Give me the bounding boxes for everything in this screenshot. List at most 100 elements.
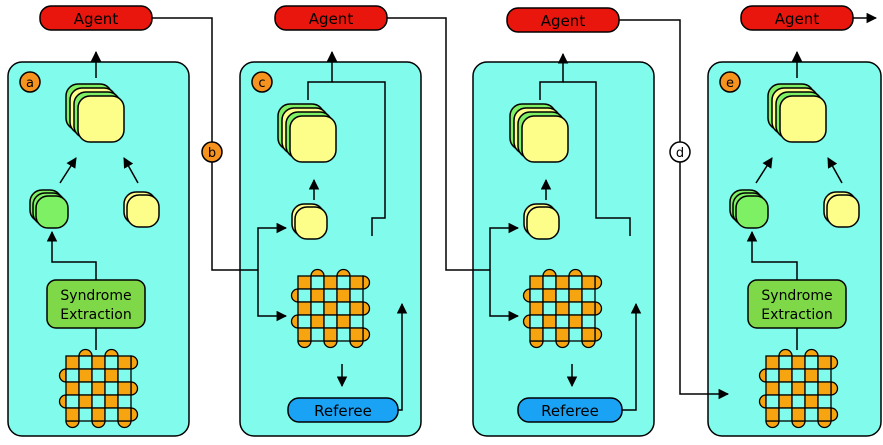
lattice-cell: [349, 288, 364, 303]
agent-label: Agent: [775, 10, 820, 28]
lattice-cell: [529, 327, 544, 342]
agent-label: Agent: [541, 12, 586, 30]
lattice-cell: [323, 275, 338, 290]
badge-b-label: b: [208, 146, 216, 161]
lattice-cell: [310, 275, 325, 290]
lattice-cell: [91, 381, 106, 396]
lattice-cell: [791, 407, 806, 422]
badge-a: a: [19, 71, 41, 93]
lattice-cell: [581, 314, 596, 329]
lattice-cell: [117, 407, 132, 422]
yellow-stack-middle: [523, 203, 560, 240]
lattice-cell: [529, 275, 544, 290]
lattice-cell: [804, 407, 819, 422]
lattice-cell: [65, 394, 80, 409]
lattice-cell: [297, 288, 312, 303]
lattice-cell: [555, 288, 570, 303]
lattice-cell: [778, 381, 793, 396]
yellow-stack-a: [123, 191, 160, 228]
panel-c: [239, 61, 422, 437]
lattice-cell: [91, 355, 106, 370]
lattice-cell: [78, 394, 93, 409]
lattice-cell: [323, 327, 338, 342]
lattice-cell: [817, 381, 832, 396]
referee-label: Referee: [314, 402, 372, 420]
lattice-cell: [542, 288, 557, 303]
lattice-cell: [778, 407, 793, 422]
lattice-cell: [349, 275, 364, 290]
lattice-cell: [297, 314, 312, 329]
lattice-cell: [91, 368, 106, 383]
agent-label: Agent: [309, 10, 354, 28]
badge-b: b: [201, 141, 223, 163]
agent-box-2: Agent: [274, 5, 388, 31]
lattice-cell: [65, 407, 80, 422]
badge-c-label: c: [258, 76, 265, 91]
code-lattice: [290, 268, 371, 349]
syndrome-label-line1: Syndrome: [761, 288, 832, 304]
lattice-cell: [765, 355, 780, 370]
lattice-cell: [804, 394, 819, 409]
badge-c: c: [251, 71, 273, 93]
lattice-cell: [104, 355, 119, 370]
lattice-cell: [349, 301, 364, 316]
lattice-cell: [91, 407, 106, 422]
syndrome-extraction-box-a: Syndrome Extraction: [46, 279, 146, 329]
syndrome-extraction-box-e: Syndrome Extraction: [747, 279, 847, 329]
lattice-cell: [336, 288, 351, 303]
lattice-cell: [791, 394, 806, 409]
lattice-cell: [297, 327, 312, 342]
code-lattice: [522, 268, 603, 349]
lattice-cell: [349, 327, 364, 342]
syndrome-label-line1: Syndrome: [60, 288, 131, 304]
lattice-cell: [78, 368, 93, 383]
lattice-cell: [791, 355, 806, 370]
badge-d-label: d: [676, 146, 684, 161]
lattice-cell: [78, 381, 93, 396]
lattice-cell: [765, 394, 780, 409]
lattice-cell: [778, 355, 793, 370]
lattice-cell: [542, 327, 557, 342]
lattice-cell: [817, 355, 832, 370]
lattice-cell: [349, 314, 364, 329]
lattice-cell: [310, 301, 325, 316]
lattice-cell: [555, 301, 570, 316]
referee-box-middle: Referee: [517, 397, 623, 423]
lattice-cell: [78, 407, 93, 422]
lattice-cell: [310, 327, 325, 342]
lattice-cell: [117, 394, 132, 409]
lattice-cell: [542, 314, 557, 329]
lattice-cell: [336, 327, 351, 342]
state-stack-e: [767, 83, 827, 143]
badge-e-label: e: [726, 76, 734, 91]
referee-box-c: Referee: [287, 397, 399, 423]
lattice-cell: [104, 368, 119, 383]
code-lattices: [58, 268, 839, 429]
lattice-cell: [555, 327, 570, 342]
yellow-stack-e: [823, 191, 860, 228]
lattice-cell: [791, 381, 806, 396]
green-stack-a: [29, 189, 69, 229]
referee-label: Referee: [541, 402, 599, 420]
lattice-cell: [817, 394, 832, 409]
lattice-cell: [765, 407, 780, 422]
lattice-cell: [336, 314, 351, 329]
lattice-cell: [568, 301, 583, 316]
lattice-cell: [297, 275, 312, 290]
lattice-cell: [529, 314, 544, 329]
state-stack-a: [65, 83, 125, 143]
lattice-cell: [117, 355, 132, 370]
lattice-cell: [568, 327, 583, 342]
lattice-cell: [804, 355, 819, 370]
panel-e: [707, 61, 882, 437]
lattice-cell: [817, 368, 832, 383]
lattice-cell: [336, 275, 351, 290]
lattice-cell: [297, 301, 312, 316]
lattice-cell: [804, 368, 819, 383]
lattice-cell: [104, 381, 119, 396]
lattice-cell: [581, 275, 596, 290]
lattice-cell: [542, 301, 557, 316]
state-stack-c: [277, 103, 337, 163]
lattice-cell: [581, 288, 596, 303]
